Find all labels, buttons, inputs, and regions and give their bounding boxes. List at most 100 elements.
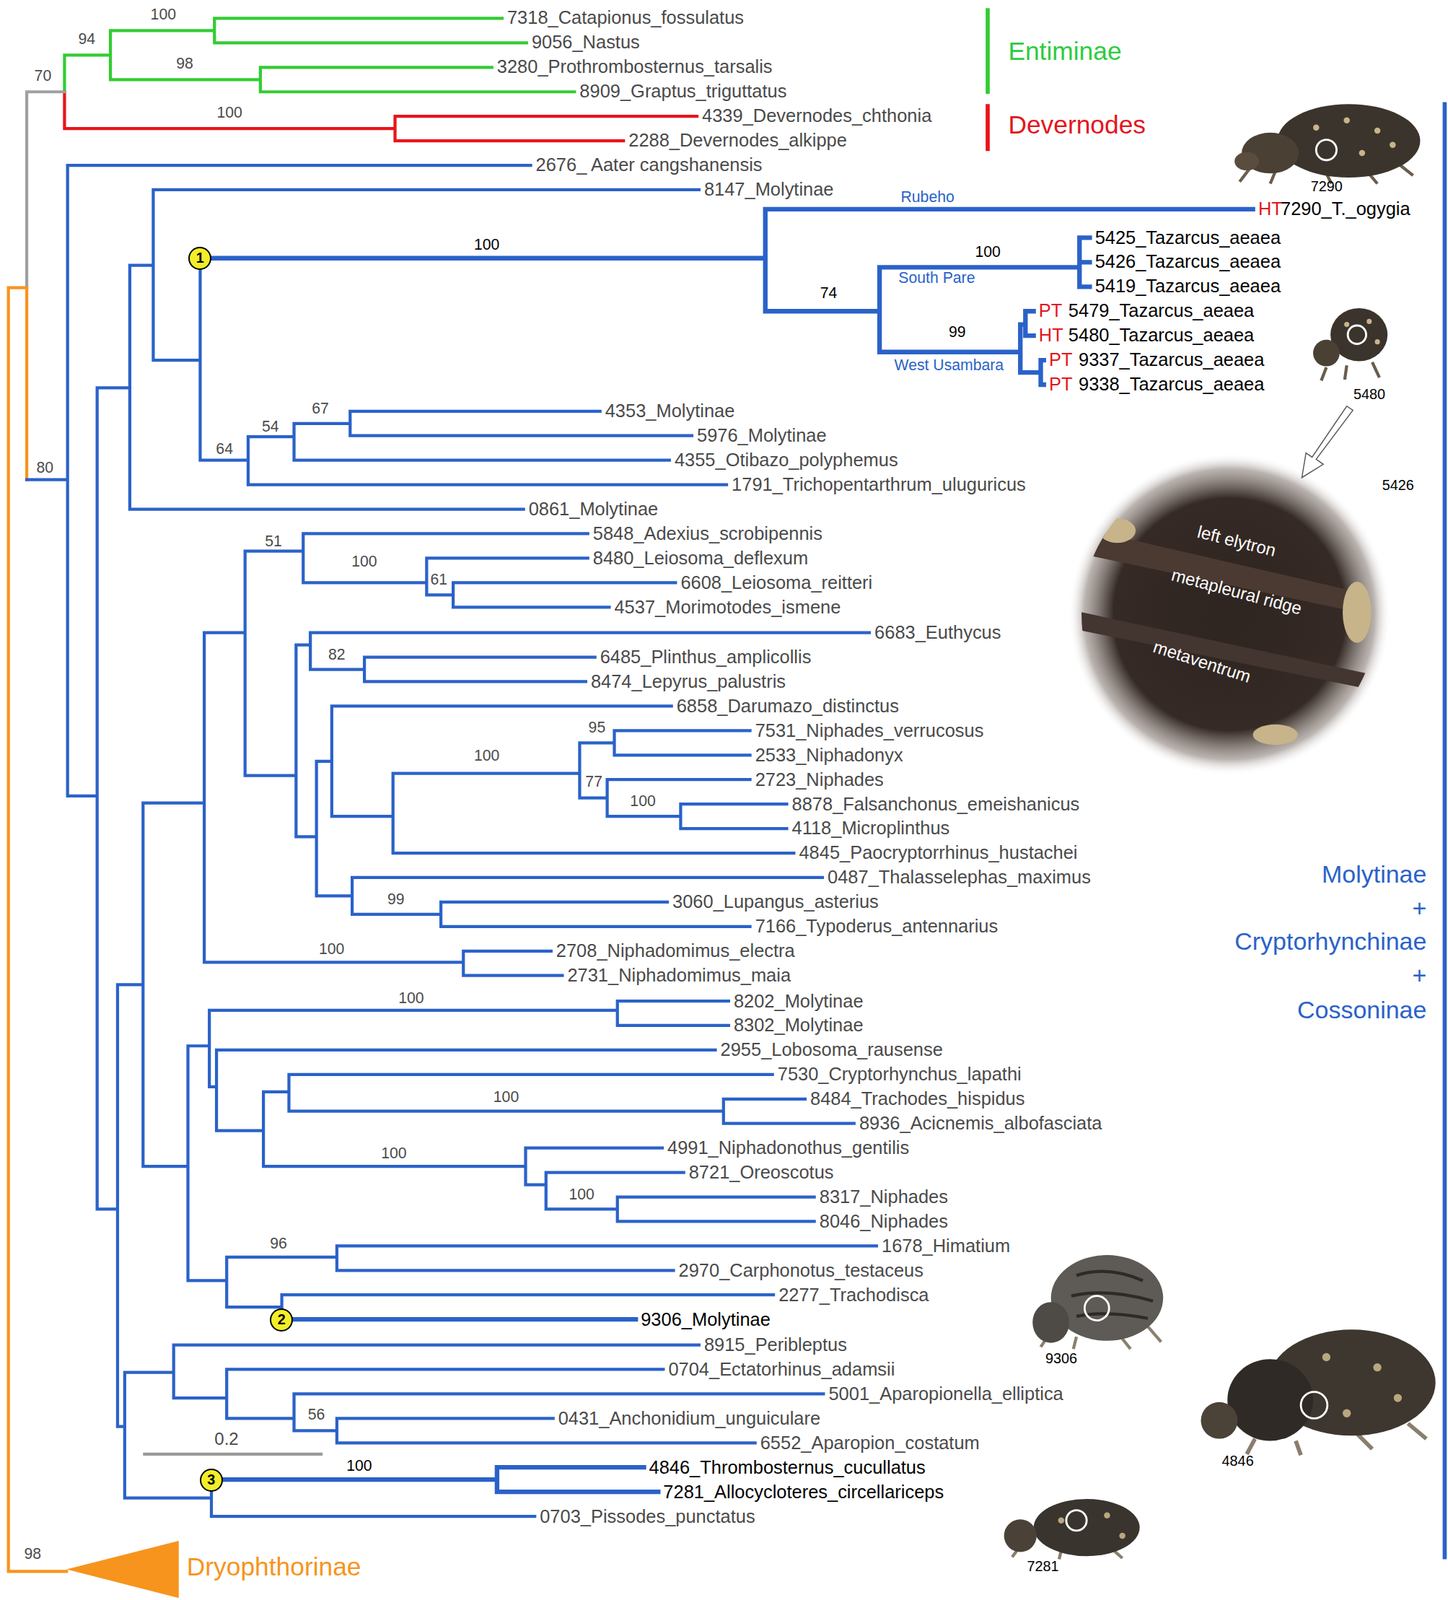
support-value: 98: [23, 1545, 42, 1561]
locality-label: South Pare: [898, 269, 975, 285]
support-value: 64: [215, 441, 234, 457]
support-value: 100: [568, 1186, 594, 1202]
taxon-label: 8317_Niphades: [819, 1187, 949, 1206]
taxon-label: 2288_Devernodes_alkippe: [628, 131, 848, 150]
entiminae-branches: [64, 18, 575, 92]
taxon-label: 2676_ Aater cangshanensis: [536, 155, 763, 174]
group-label: Cossoninae: [1297, 997, 1427, 1023]
support-value: 51: [264, 533, 283, 549]
taxon-label: 4991_Niphadonothus_gentilis: [667, 1138, 910, 1157]
taxon-label: 8147_Molytinae: [704, 180, 835, 199]
taxon-label: 8480_Leiosoma_deflexum: [593, 549, 809, 568]
taxon-label: 9338_Tazarcus_aeaea: [1078, 375, 1265, 394]
clade-label: Entiminae: [1007, 38, 1122, 64]
support-value: 54: [261, 419, 280, 435]
taxon-label: 7290_T._ogygia: [1280, 199, 1411, 218]
taxon-label: 4118_Microplinthus: [792, 819, 951, 838]
support-value: 100: [629, 793, 656, 809]
pointer-arrow: [1301, 406, 1353, 478]
taxon-label: 8202_Molytinae: [733, 992, 864, 1011]
taxon-label: 5479_Tazarcus_aeaea: [1068, 302, 1254, 321]
group-label: +: [1411, 896, 1427, 921]
taxon-label: 5848_Adexius_scrobipennis: [593, 524, 823, 543]
taxon-label: 9306_Molytinae: [640, 1310, 771, 1329]
outgroup-branch: [26, 91, 65, 288]
photo-number: 5480: [1353, 387, 1386, 402]
support-value: 96: [269, 1235, 288, 1251]
node-marker: 1: [188, 246, 212, 270]
photo-number: 5426: [1382, 478, 1415, 493]
taxon-label: 4355_Otibazo_polyphemus: [674, 450, 899, 469]
type-status: PT: [1049, 375, 1073, 394]
support-value: 74: [820, 284, 838, 301]
taxon-label: 2970_Carphonotus_testaceus: [678, 1261, 924, 1280]
beetle-photo: [1004, 1498, 1140, 1559]
taxon-label: 0861_Molytinae: [528, 499, 659, 519]
beetle-photo: [1032, 1254, 1164, 1349]
taxon-label: 2723_Niphades: [755, 770, 884, 789]
taxon-label: 2955_Lobosoma_rausense: [720, 1041, 943, 1060]
taxon-label: 9056_Nastus: [531, 33, 640, 52]
beetle-photo: [1200, 1328, 1436, 1455]
scale-label: 0.2: [214, 1429, 239, 1448]
taxon-label: 5426_Tazarcus_aeaea: [1095, 253, 1281, 272]
taxon-label: 7166_Typoderus_antennarius: [755, 917, 999, 936]
photo-number: 7281: [1026, 1559, 1059, 1574]
taxon-label: 2731_Niphadomimus_maia: [567, 966, 791, 985]
support-value: 82: [328, 646, 346, 662]
beetle-photo: [1313, 308, 1388, 381]
node-marker: 2: [269, 1308, 293, 1332]
support-value: 100: [351, 553, 377, 569]
taxon-label: 8046_Niphades: [819, 1212, 949, 1231]
group-label: Cryptorhynchinae: [1234, 929, 1427, 955]
taxon-label: 5419_Tazarcus_aeaea: [1095, 277, 1281, 296]
taxon-label: 6683_Euthycus: [874, 623, 1001, 642]
taxon-label: 5001_Aparopionella_elliptica: [828, 1384, 1063, 1403]
type-status: PT: [1038, 302, 1063, 321]
type-status: HT: [1258, 199, 1283, 218]
group-label: +: [1411, 963, 1427, 988]
clade-label: Dryophthorinae: [186, 1553, 362, 1579]
taxon-label: 0431_Anchonidium_unguiculare: [558, 1409, 821, 1428]
support-value: 100: [474, 237, 500, 253]
taxon-label: 8484_Trachodes_hispidus: [810, 1090, 1025, 1109]
group-label: Molytinae: [1321, 862, 1427, 887]
type-status: PT: [1049, 351, 1073, 370]
support-value: 99: [948, 323, 967, 340]
clade-label: Devernodes: [1007, 111, 1146, 138]
taxon-label: 4339_Devernodes_chthonia: [701, 107, 932, 126]
node-marker: 3: [199, 1468, 223, 1492]
support-value: 56: [308, 1406, 326, 1423]
taxon-label: 0704_Ectatorhinus_adamsii: [668, 1359, 895, 1379]
taxon-label: 7318_Catapionus_fossulatus: [507, 9, 744, 28]
taxon-label: 8909_Graptus_triguttatus: [579, 82, 787, 102]
support-value: 100: [150, 6, 177, 22]
taxon-label: 8915_Peribleptus: [704, 1335, 848, 1354]
support-value: 98: [176, 55, 194, 71]
support-value: 100: [493, 1089, 519, 1105]
taxon-label: 4353_Molytinae: [605, 401, 736, 420]
taxon-label: 0703_Pissodes_punctatus: [539, 1507, 755, 1526]
taxon-label: 2533_Niphadonyx: [755, 746, 904, 765]
collapsed-clade: [66, 1540, 179, 1598]
taxon-label: 7531_Niphades_verrucosus: [755, 721, 985, 740]
taxon-label: 3280_Prothrombosternus_tarsalis: [497, 58, 773, 77]
locality-label: West Usambara: [894, 357, 1005, 374]
taxon-label: 4846_Thrombosternus_cucullatus: [649, 1458, 926, 1477]
support-value: 77: [585, 774, 603, 790]
taxon-label: 1791_Trichopentarthrum_uluguricus: [731, 475, 1026, 494]
taxon-label: 6608_Leiosoma_reitteri: [680, 573, 873, 592]
node-number: 2: [277, 1312, 286, 1327]
taxon-label: 3060_Lupangus_asterius: [672, 893, 879, 912]
type-status: HT: [1038, 326, 1064, 345]
clade-bar: [1442, 101, 1448, 1559]
taxon-label: 9337_Tazarcus_aeaea: [1078, 351, 1265, 370]
scale-bar: [142, 1452, 323, 1456]
photo-number: 7290: [1310, 179, 1343, 195]
photo-number: 9306: [1045, 1351, 1078, 1366]
taxon-label: 4845_Paocryptorrhinus_hustachei: [798, 844, 1078, 863]
taxon-label: 1678_Himatium: [881, 1236, 1011, 1255]
taxon-label: 8474_Lepyrus_palustris: [590, 672, 786, 691]
taxon-label: 2708_Niphadomimus_electra: [556, 941, 796, 960]
